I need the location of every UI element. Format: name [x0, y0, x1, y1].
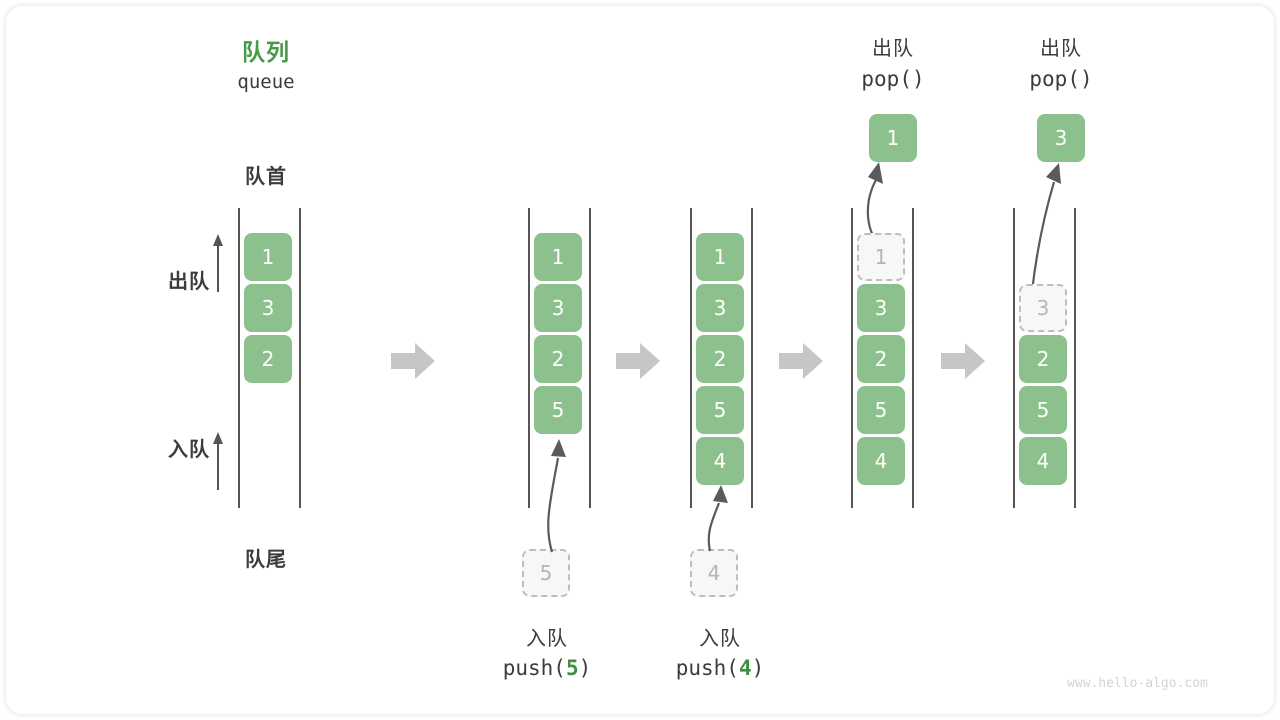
stage-initial-rail-left	[238, 208, 240, 508]
popped-element: 3	[1037, 114, 1085, 162]
step-arrow-icon	[391, 343, 435, 379]
queue-cell: 1	[534, 233, 582, 281]
pop1-header-cn: 出队	[872, 36, 914, 60]
pop3-motion-arrow-icon	[1030, 163, 1061, 293]
queue-cell: 2	[696, 335, 744, 383]
queue-cell-new: 5	[534, 386, 582, 434]
stage-pop3-rail-left	[1013, 208, 1015, 508]
step-arrow-icon	[616, 343, 660, 379]
stage-initial-rail-right	[299, 208, 301, 508]
queue-cell: 2	[1019, 335, 1067, 383]
push5-code-prefix: push(	[502, 656, 566, 680]
queue-cell: 2	[534, 335, 582, 383]
push5-caption-cn: 入队	[526, 626, 568, 650]
queue-cell: 3	[857, 284, 905, 332]
dequeue-direction-label: 出队	[168, 269, 210, 293]
enqueue-direction-arrow-icon	[213, 432, 223, 490]
stage-pop3-rail-right	[1074, 208, 1076, 508]
queue-cell: 5	[1019, 386, 1067, 434]
stage-pop1-rail-left	[851, 208, 853, 508]
queue-cell: 5	[696, 386, 744, 434]
push5-caption-code: push(5)	[467, 656, 627, 680]
queue-cell: 2	[244, 335, 292, 383]
stage-push5-rail-left	[528, 208, 530, 508]
incoming-element-ghost: 4	[690, 549, 738, 597]
push4-code-suffix: )	[751, 656, 765, 680]
queue-cell: 4	[857, 437, 905, 485]
queue-title-cn: 队列	[242, 40, 290, 66]
watermark: www.hello-algo.com	[1067, 676, 1208, 691]
queue-title-en: queue	[237, 71, 295, 93]
push5-code-arg: 5	[565, 656, 579, 680]
queue-cell-removed: 3	[1019, 284, 1067, 332]
push5-motion-arrow-icon	[547, 439, 566, 553]
push4-caption-code: push(4)	[640, 656, 800, 680]
incoming-element-ghost: 5	[522, 549, 570, 597]
push4-code-prefix: push(	[675, 656, 739, 680]
dequeue-direction-arrow-icon	[213, 234, 223, 292]
stage-push4-rail-left	[690, 208, 692, 508]
queue-cell: 1	[244, 233, 292, 281]
step-arrow-icon	[779, 343, 823, 379]
push5-code-suffix: )	[578, 656, 592, 680]
queue-cell: 3	[534, 284, 582, 332]
queue-cell: 3	[696, 284, 744, 332]
pop3-header-code: pop()	[1029, 67, 1093, 91]
enqueue-direction-label: 入队	[168, 437, 210, 461]
queue-cell: 5	[857, 386, 905, 434]
queue-cell-removed: 1	[857, 233, 905, 281]
push4-code-arg: 4	[738, 656, 752, 680]
popped-element: 1	[869, 114, 917, 162]
stage-push5-rail-right	[589, 208, 591, 508]
front-label: 队首	[245, 164, 287, 188]
push4-motion-arrow-icon	[707, 485, 728, 552]
stage-push4-rail-right	[751, 208, 753, 508]
stage-pop1-rail-right	[912, 208, 914, 508]
queue-cell: 1	[696, 233, 744, 281]
queue-cell: 4	[1019, 437, 1067, 485]
pop3-header-cn: 出队	[1040, 36, 1082, 60]
queue-cell-new: 4	[696, 437, 744, 485]
pop1-header-code: pop()	[861, 67, 925, 91]
queue-cell: 2	[857, 335, 905, 383]
rear-label: 队尾	[245, 547, 287, 571]
step-arrow-icon	[941, 343, 985, 379]
push4-caption-cn: 入队	[699, 626, 741, 650]
queue-cell: 3	[244, 284, 292, 332]
